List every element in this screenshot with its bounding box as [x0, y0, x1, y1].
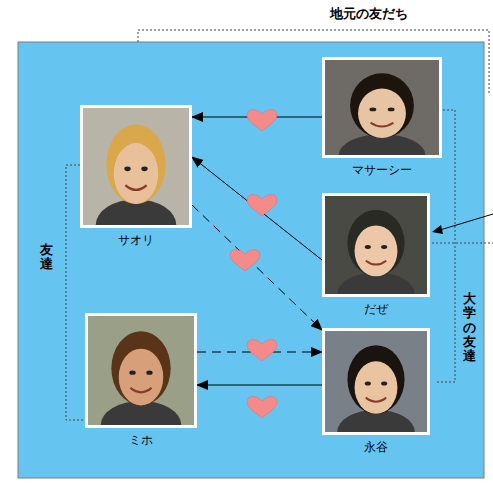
bracket-line — [432, 243, 493, 244]
person-name: マサーシー — [320, 162, 444, 179]
person-name: 永谷 — [320, 439, 432, 456]
portrait-photo — [325, 196, 427, 294]
group-label: 大学の友達 — [463, 292, 476, 363]
photo-frame — [80, 105, 192, 228]
person-node: サオリ — [80, 105, 192, 249]
heart-symbol — [247, 397, 277, 418]
person-name: サオリ — [78, 232, 194, 249]
relation-arrow — [192, 157, 322, 260]
person-node: 永谷 — [322, 328, 430, 456]
person-node: だぜ — [322, 193, 430, 318]
person-node: ミホ — [85, 313, 197, 449]
relation-arrow — [197, 385, 322, 386]
heart-symbol — [247, 110, 277, 131]
heart-symbol — [230, 250, 260, 271]
portrait-photo — [325, 331, 427, 432]
photo-frame — [322, 57, 442, 158]
blue-region — [18, 42, 484, 478]
portrait-photo — [325, 60, 439, 155]
person-name: だぜ — [320, 301, 432, 318]
arrow-head — [432, 225, 443, 234]
group-label: 地元の友だち — [330, 5, 408, 23]
photo-frame — [322, 193, 430, 297]
person-name: ミホ — [83, 432, 199, 449]
portrait-photo — [88, 316, 194, 425]
heart-symbol — [247, 195, 277, 216]
person-node: マサーシー — [322, 57, 442, 179]
photo-frame — [322, 328, 430, 435]
group-label: 友達 — [40, 243, 53, 272]
portrait-photo — [83, 108, 189, 225]
photo-frame — [85, 313, 197, 428]
heart-symbol — [247, 340, 277, 361]
relation-arrow — [192, 205, 322, 330]
leader-arrow — [440, 214, 493, 230]
